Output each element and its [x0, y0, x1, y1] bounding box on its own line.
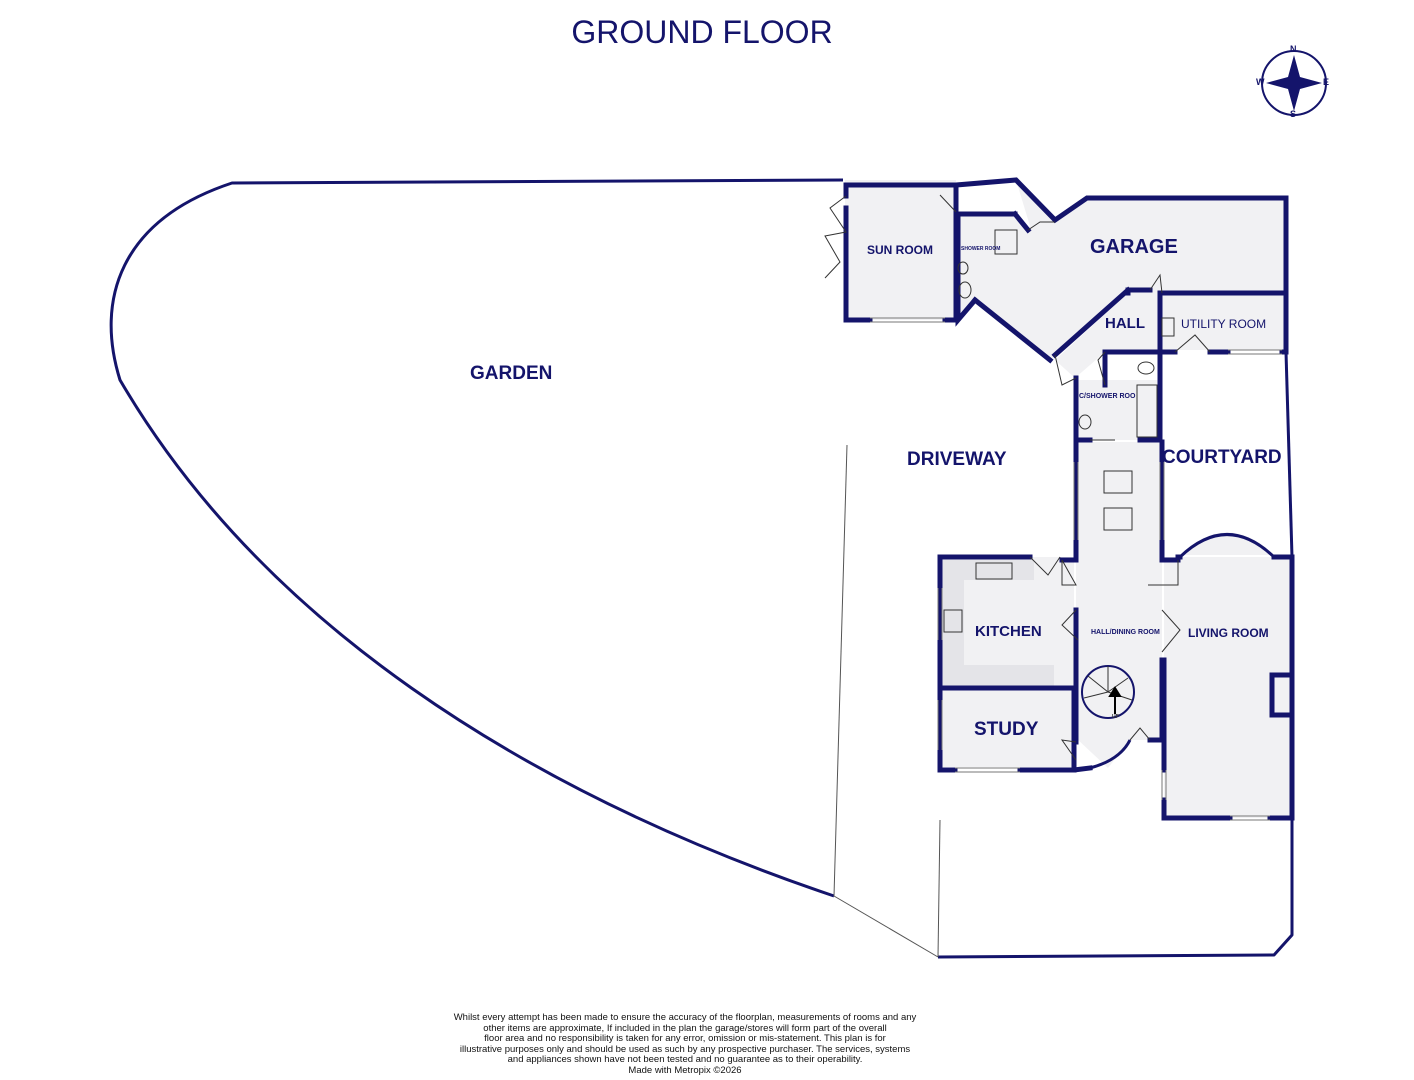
thin-boundaries — [833, 444, 941, 958]
hall-dining-room-label: HALL/DINING ROOM — [1091, 629, 1160, 636]
living-room-bay-fill — [1180, 532, 1274, 555]
fixtures — [943, 229, 1175, 719]
compass-west-label: W — [1256, 77, 1265, 87]
disclaimer-line: Made with Metropix ©2026 — [628, 1064, 742, 1076]
garden-label: GARDEN — [470, 363, 553, 384]
disclaimer: Whilst every attempt has been made to en… — [435, 1012, 935, 1077]
compass-north-label: N — [1290, 44, 1297, 54]
bay-windows — [1089, 533, 1276, 770]
toilet-icon — [958, 281, 972, 299]
south-boundary — [937, 818, 1294, 959]
study-fill — [940, 690, 1074, 767]
hob-icon — [943, 609, 963, 633]
stairs-up-label: UP — [1112, 714, 1119, 720]
compass-south-label: S — [1290, 109, 1297, 119]
shower-room-fill — [958, 212, 1028, 320]
disclaimer-line: illustrative purposes only and should be… — [459, 1043, 911, 1055]
living-room-fill — [1164, 557, 1290, 818]
hall-label: HALL — [1105, 315, 1145, 332]
skylight-icon — [1103, 470, 1133, 494]
living-room-label: LIVING ROOM — [1188, 626, 1269, 640]
basin-icon — [957, 261, 969, 275]
hall-bay-window — [1089, 739, 1132, 770]
room-fills — [845, 180, 1290, 818]
compass-east-label: E — [1323, 77, 1330, 87]
garage-fill — [975, 180, 1286, 360]
study-label: STUDY — [974, 719, 1039, 740]
living-room-bay-window — [1178, 533, 1276, 559]
courtyard-label: COURTYARD — [1162, 447, 1282, 468]
disclaimer-line: floor area and no responsibility is take… — [484, 1033, 886, 1045]
site-boundaries — [109, 178, 1294, 959]
shower-tray-icon — [994, 229, 1018, 255]
sun-room-label: SUN ROOM — [867, 243, 933, 257]
walls — [843, 177, 1295, 821]
garage-label: GARAGE — [1090, 236, 1178, 258]
garden-boundary — [109, 178, 844, 898]
utility-room-label: UTILITY ROOM — [1181, 317, 1267, 331]
floor-title: GROUND FLOOR — [571, 14, 833, 50]
stairs-arrow-icon — [1108, 686, 1122, 714]
disclaimer-line: Whilst every attempt has been made to en… — [453, 1012, 917, 1023]
wc-basin-icon — [1078, 414, 1092, 430]
doors — [824, 194, 1211, 761]
wc-shower-icon — [1136, 384, 1158, 438]
skylight-icon — [1103, 507, 1133, 531]
compass-rose-icon — [1261, 50, 1327, 116]
hall-dining-fill — [1076, 442, 1162, 768]
utility-sink-icon — [1161, 317, 1175, 337]
wc-fill — [1075, 380, 1160, 440]
wc-toilet-icon — [1137, 361, 1155, 375]
hall-fill — [1055, 293, 1160, 378]
utility-fill — [1160, 295, 1286, 350]
wc-shower-room-label: C/SHOWER ROO — [1079, 393, 1136, 400]
disclaimer-line: other items are approximate, If included… — [483, 1022, 887, 1034]
kitchen-label: KITCHEN — [975, 623, 1042, 640]
kitchen-fill — [940, 557, 1074, 688]
windows — [870, 317, 1282, 821]
courtyard-boundary — [1284, 351, 1294, 558]
kitchen-sink-icon — [975, 562, 1013, 580]
shower-room-label: SHOWER ROOM — [961, 246, 1001, 252]
sun-room-fill — [845, 180, 956, 320]
driveway-label: DRIVEWAY — [907, 449, 1007, 470]
disclaimer-line: and appliances shown have not been teste… — [507, 1054, 863, 1066]
kitchen-worktops — [942, 560, 1054, 687]
